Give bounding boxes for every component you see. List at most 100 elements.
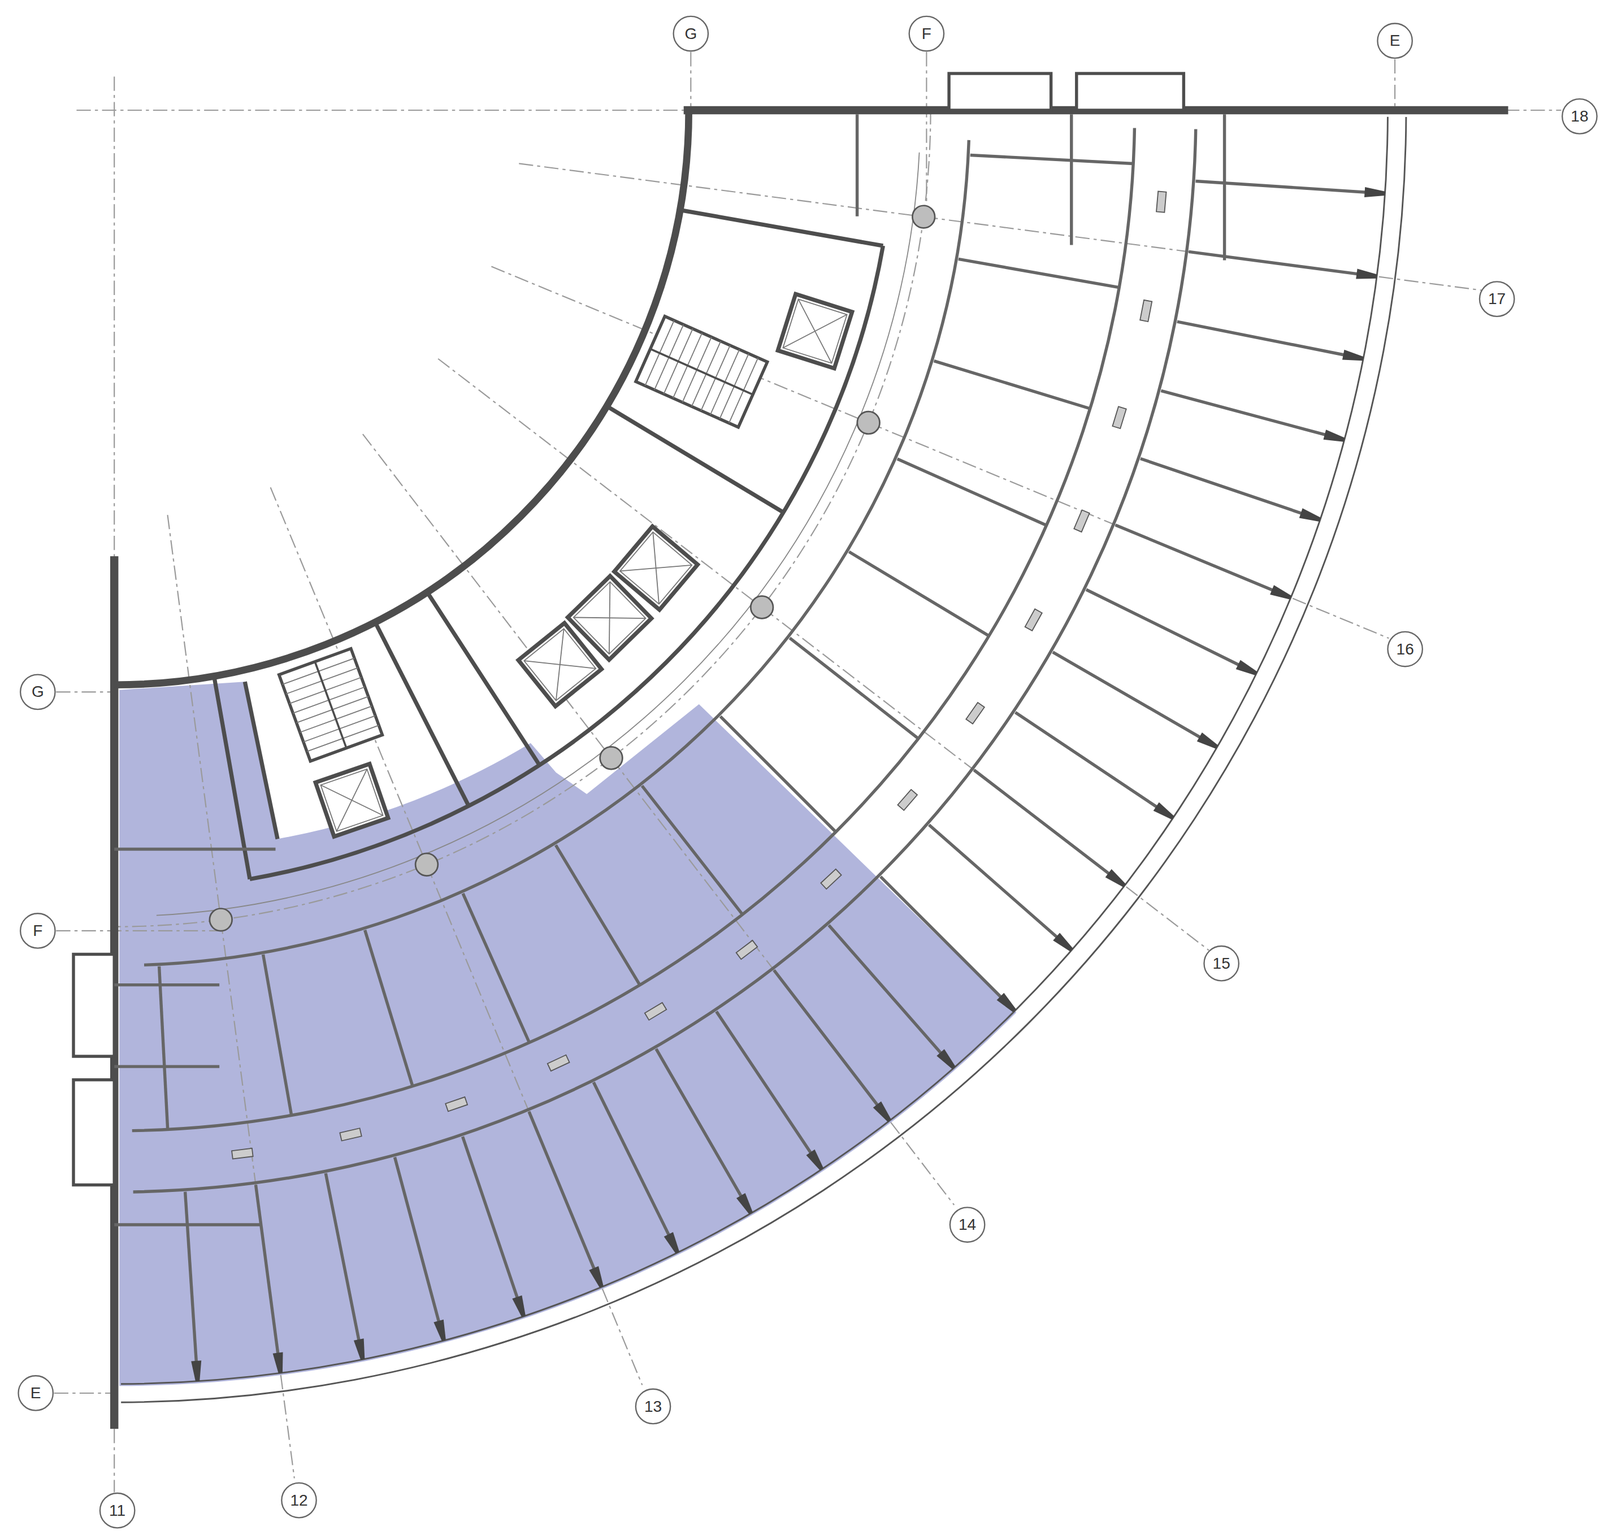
grid-bubble [281, 1483, 316, 1518]
stair [314, 661, 347, 749]
mullion-fin [936, 1048, 958, 1071]
mullion-fin [1269, 584, 1293, 603]
grid-bubble [635, 1389, 671, 1424]
partition-wall [929, 825, 1063, 943]
partition-wall [114, 983, 220, 987]
mullion-fin [512, 1295, 529, 1318]
column [912, 205, 935, 229]
elevator [320, 769, 383, 832]
corridor-wall [133, 128, 1196, 1192]
grid-label: 17 [1488, 291, 1506, 307]
grid-line [362, 434, 955, 1205]
mullion-fin [512, 1295, 529, 1318]
grid-label: F [32, 922, 43, 939]
mullion-fin [1364, 187, 1386, 199]
mullion-fin [996, 993, 1019, 1015]
stair [650, 348, 753, 395]
grid-label: E [1389, 32, 1401, 49]
door-symbol [339, 1128, 362, 1141]
partition-wall [642, 785, 743, 915]
mullion-fin [1299, 508, 1322, 525]
partition-wall [1195, 180, 1373, 193]
door-symbol [644, 1002, 667, 1021]
partition-wall [897, 458, 1047, 526]
mullion-fin [353, 1338, 368, 1361]
mullion-fin [996, 993, 1019, 1015]
mullion-fin [191, 1360, 203, 1382]
mullion-fin [1153, 802, 1177, 823]
partition-wall [773, 970, 882, 1112]
core-wall [606, 406, 784, 513]
elevator [315, 764, 389, 838]
grid-bubble [20, 674, 55, 710]
stair [635, 316, 768, 428]
grid-line [438, 358, 1209, 951]
door-symbol [965, 702, 985, 724]
door-symbol [231, 1148, 254, 1160]
door-symbol [547, 1055, 570, 1071]
partition-wall [880, 876, 1007, 1003]
mullion-fin [1052, 932, 1075, 954]
grid-label: G [31, 683, 45, 700]
window-bay [1076, 73, 1185, 111]
grid-bubble [100, 1493, 135, 1528]
stair [279, 648, 383, 762]
partition-wall [1177, 321, 1352, 357]
door-symbol [965, 702, 985, 724]
grid-arc [114, 110, 931, 927]
partition-wall [1140, 458, 1309, 516]
elevator [523, 628, 596, 701]
partition-wall [973, 770, 1115, 879]
elevator [523, 628, 596, 701]
door-symbol [231, 1148, 254, 1160]
partition-wall [716, 1011, 815, 1160]
door-symbol [1073, 509, 1090, 532]
door-symbol [1073, 509, 1090, 532]
partition-wall [1115, 525, 1280, 593]
elevator [619, 531, 692, 604]
core-wall [375, 622, 470, 806]
mullion-fin [588, 1265, 606, 1289]
grid-label: 16 [1396, 641, 1415, 658]
partition-wall [555, 844, 640, 986]
partition-wall [656, 1048, 745, 1203]
partition-wall [1086, 589, 1246, 669]
door-symbol [547, 1055, 570, 1071]
mullion-fin [353, 1338, 368, 1361]
mullion-fin [1052, 932, 1075, 954]
glazing [120, 116, 1407, 1403]
mullion-fin [1153, 802, 1177, 823]
partition-wall [529, 1111, 597, 1276]
mullion-fin [664, 1232, 683, 1255]
partition-wall [1223, 114, 1226, 260]
elevator [523, 628, 596, 701]
mullion-fin [1364, 187, 1386, 199]
mullion-fin [1105, 869, 1129, 890]
grid-line [55, 930, 220, 932]
partition-wall [462, 893, 530, 1043]
partition-wall [1015, 712, 1163, 812]
core-wall [249, 245, 883, 880]
partition-wall [1188, 251, 1365, 275]
column [415, 853, 439, 877]
mullion-fin [1355, 269, 1378, 283]
mullion-fin [736, 1193, 756, 1216]
grid-bubble [1479, 281, 1515, 316]
mullion-fin [805, 1149, 826, 1173]
mullion-fin [433, 1319, 449, 1343]
mullion-fin [1236, 660, 1259, 679]
door-symbol [1139, 300, 1152, 322]
elevator [782, 298, 847, 363]
grid-line [690, 51, 692, 111]
door-symbol [820, 869, 841, 890]
door-symbol [897, 789, 918, 811]
partition-wall [114, 1064, 220, 1068]
partition-wall [593, 1082, 672, 1242]
partition-wall [365, 930, 413, 1087]
mullion-fin [1342, 349, 1365, 364]
partition-wall [114, 1223, 260, 1226]
grid-bubble [673, 16, 709, 51]
partition-wall [1052, 652, 1207, 741]
grid-bubble [18, 1375, 53, 1411]
